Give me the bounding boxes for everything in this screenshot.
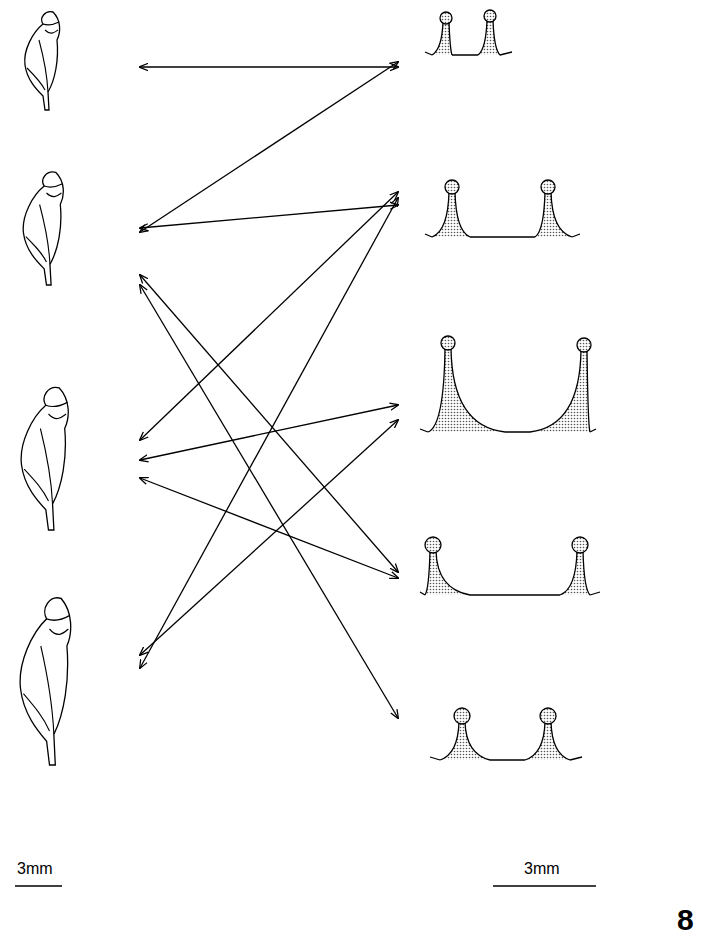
- shell-figure: [5, 165, 140, 290]
- stalk: [440, 722, 490, 760]
- section-drawing: [430, 708, 582, 760]
- shell-line: [23, 694, 49, 731]
- shell-line: [41, 646, 54, 734]
- shell-drawing: [20, 598, 71, 765]
- knob: [484, 10, 496, 22]
- shell-line: [27, 68, 45, 90]
- knob: [577, 338, 591, 352]
- correspondence-arrow: [140, 478, 398, 578]
- shell-line: [47, 615, 70, 620]
- shell-line: [44, 184, 62, 187]
- knob: [441, 336, 455, 350]
- section-figure: [398, 5, 598, 70]
- section-drawing: [425, 10, 512, 55]
- shell-line: [45, 30, 58, 33]
- stalk: [428, 348, 505, 432]
- knob: [540, 708, 556, 724]
- shell-outline: [25, 12, 60, 110]
- base-line: [420, 592, 600, 595]
- correspondence-arrow: [140, 420, 398, 655]
- shell-line: [49, 414, 67, 419]
- scale-bar: [15, 885, 62, 887]
- base-line: [430, 757, 582, 760]
- shell-line: [40, 429, 52, 504]
- stalk: [525, 722, 570, 760]
- section-drawing: [420, 537, 600, 595]
- shell-outline: [20, 598, 71, 765]
- shell-line: [40, 205, 50, 265]
- knob: [425, 537, 441, 553]
- correspondence-arrow: [140, 192, 398, 440]
- knob: [454, 708, 470, 724]
- stalk: [432, 22, 452, 55]
- scale-label: 3mm: [524, 860, 560, 878]
- correspondence-arrow: [140, 62, 398, 232]
- stalk: [425, 551, 470, 595]
- section-drawing: [425, 180, 580, 237]
- base-line: [425, 234, 580, 237]
- shell-drawing: [25, 12, 60, 110]
- scale-bar: [493, 885, 596, 887]
- section-figure: [398, 700, 598, 780]
- shell-line: [50, 629, 69, 634]
- shell-figure: [5, 380, 140, 535]
- shell-outline: [21, 387, 68, 530]
- shell-figure: [5, 5, 140, 115]
- stalk: [432, 192, 470, 237]
- base-line: [420, 429, 596, 432]
- shell-line: [26, 237, 47, 262]
- stalk: [535, 192, 572, 237]
- section-figure: [398, 535, 598, 615]
- shell-line: [24, 469, 48, 501]
- stalk: [560, 551, 590, 595]
- stalk: [530, 350, 590, 432]
- knob: [541, 180, 555, 194]
- shell-line: [47, 193, 62, 197]
- shell-outline: [23, 172, 63, 285]
- base-line: [425, 52, 512, 55]
- correspondence-arrow: [140, 66, 398, 67]
- knob: [572, 537, 588, 553]
- section-drawing: [420, 336, 596, 432]
- figure-number: 8: [677, 903, 694, 937]
- shell-drawing: [23, 172, 63, 285]
- shell-drawing: [21, 387, 68, 530]
- shell-line: [46, 402, 68, 406]
- shell-figure: [5, 590, 140, 770]
- section-figure: [398, 335, 598, 440]
- stalk: [478, 20, 500, 55]
- section-figure: [398, 175, 598, 245]
- correspondence-arrow: [140, 205, 398, 228]
- shell-line: [43, 22, 59, 25]
- shell-line: [39, 40, 48, 92]
- correspondence-arrow: [140, 285, 398, 718]
- correspondence-arrow: [140, 198, 398, 668]
- knob: [445, 180, 459, 194]
- scale-label: 3mm: [17, 860, 53, 878]
- knob: [440, 12, 452, 24]
